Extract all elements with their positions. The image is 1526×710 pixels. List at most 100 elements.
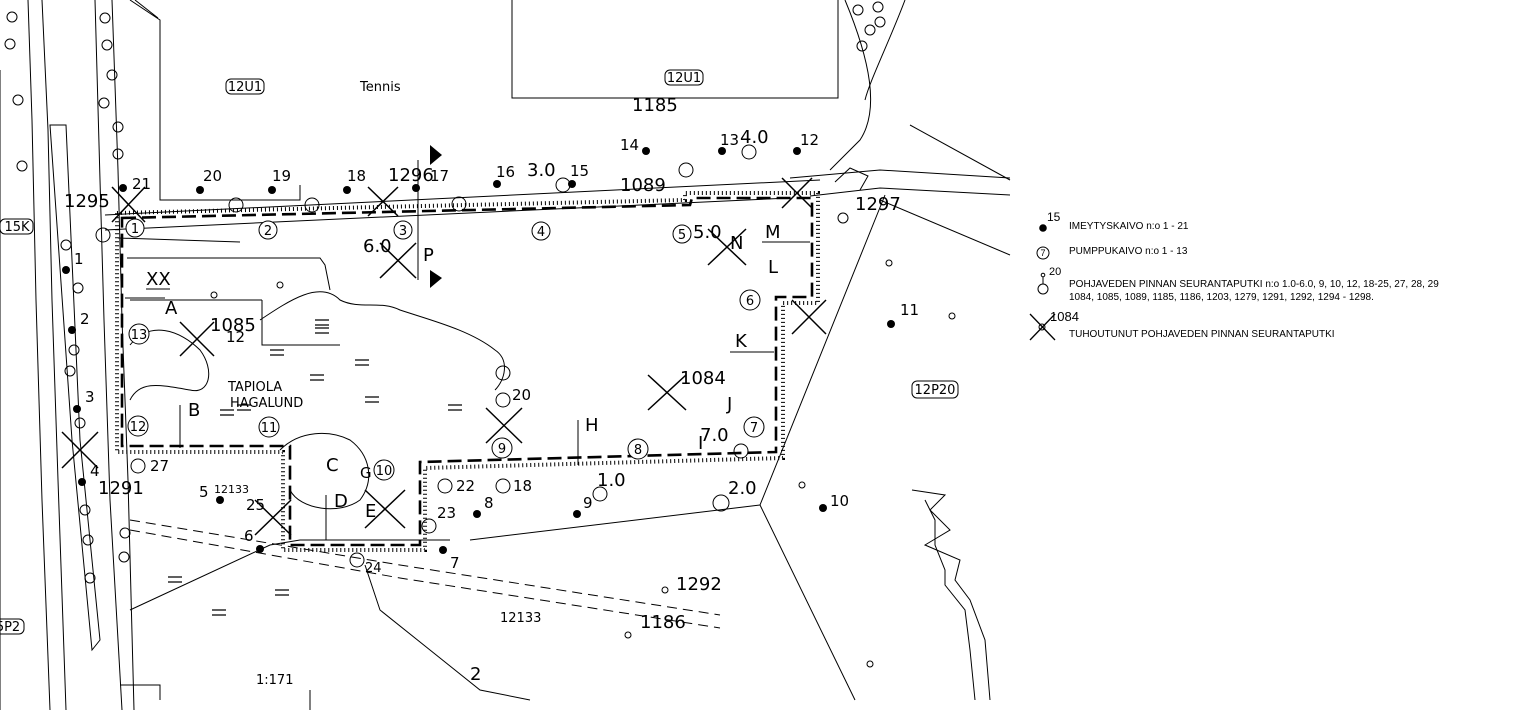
area-labels: TAPIOLA HAGALUND Tennis 12U1 12U1 15K 12…: [0, 69, 959, 688]
absorption-well-3: 3: [85, 388, 95, 406]
absorption-wells: 21 20 19 18 17 16 15 14 13 12 11 10 9 8 …: [62, 131, 919, 572]
area-label-hagalund: HAGALUND: [230, 396, 303, 411]
scale-label: 1:171: [256, 673, 293, 688]
zone-code-5p2: 5P2: [0, 620, 20, 635]
section-e: E: [365, 501, 376, 522]
absorption-well-16: 16: [496, 163, 515, 181]
site-boundary: [115, 191, 820, 552]
monitoring-pipe-20: 20: [512, 386, 531, 404]
monitoring-pipe-1085: 1085: [210, 315, 256, 336]
monitoring-pipe-27: 27: [150, 457, 169, 475]
absorption-well-13: 13: [720, 131, 739, 149]
monitoring-pipe-1084: 1084: [680, 368, 726, 389]
monitoring-pipe-4-0: 4.0: [740, 127, 769, 148]
absorption-well-12: 12: [800, 131, 819, 149]
monitoring-pipe-7-0: 7.0: [700, 425, 729, 446]
monitoring-pipe-24: 24: [365, 561, 382, 576]
zone-code-12p20: 12P20: [915, 383, 956, 398]
section-d: D: [334, 491, 348, 512]
legend-destroyed-num: 1084: [1050, 309, 1079, 324]
pump-well-9: 9: [498, 442, 506, 457]
monitoring-pipe-1291: 1291: [98, 478, 144, 499]
legend-absorption-num: 15: [1047, 210, 1061, 224]
monitoring-pipe-1186: 1186: [640, 612, 686, 633]
legend-monitor-label-2: 1084, 1085, 1089, 1185, 1186, 1203, 1279…: [1069, 292, 1374, 303]
section-l: L: [768, 257, 778, 278]
absorption-well-8: 8: [484, 494, 494, 512]
absorption-well-21: 21: [132, 175, 151, 193]
destroyed-pipes: [61, 177, 827, 536]
monitoring-pipe-23: 23: [437, 504, 456, 522]
monitoring-pipe-1185: 1185: [632, 95, 678, 116]
monitoring-pipe-18: 18: [513, 477, 532, 495]
section-p: P: [423, 245, 434, 266]
legend-pump-num: 7: [1040, 248, 1045, 258]
pump-well-10: 10: [376, 464, 393, 479]
terrain-marks: [168, 319, 462, 616]
section-xx: XX: [146, 269, 171, 290]
pump-well-12: 12: [130, 420, 147, 435]
pump-well-11: 11: [261, 421, 278, 436]
monitoring-pipe-1297: 1297: [855, 194, 901, 215]
section-m: M: [765, 222, 781, 243]
plot-number-12133-b: 12133: [500, 611, 541, 626]
block-number: 2: [470, 664, 481, 685]
map-linework: [0, 0, 1011, 710]
section-k: K: [735, 331, 748, 352]
monitoring-pipe-25: 25: [246, 496, 265, 514]
pump-well-8: 8: [634, 443, 642, 458]
absorption-well-9: 9: [583, 494, 593, 512]
zone-code-15k: 15K: [4, 220, 30, 235]
absorption-well-14: 14: [620, 136, 639, 154]
legend-monitor-label-1: POHJAVEDEN PINNAN SEURANTAPUTKI n:o 1.0-…: [1069, 279, 1439, 290]
absorption-well-15: 15: [570, 162, 589, 180]
pump-well-7: 7: [750, 421, 758, 436]
absorption-well-11: 11: [900, 301, 919, 319]
section-j: J: [726, 394, 732, 415]
monitoring-pipe-1295: 1295: [64, 191, 110, 212]
monitoring-pipe-1296: 1296: [388, 165, 434, 186]
absorption-well-1: 1: [74, 250, 84, 268]
section-n: N: [730, 233, 743, 254]
pump-well-13: 13: [131, 328, 148, 343]
absorption-well-4: 4: [90, 462, 100, 480]
section-c: C: [326, 455, 339, 476]
monitoring-pipe-1089: 1089: [620, 175, 666, 196]
absorption-well-20: 20: [203, 167, 222, 185]
section-a: A: [165, 298, 178, 319]
absorption-well-symbol: [1039, 224, 1047, 232]
destroyed-pipe-symbol: [1029, 313, 1056, 341]
pump-well-6: 6: [746, 294, 754, 309]
monitoring-pipe-1292: 1292: [676, 574, 722, 595]
pump-well-5: 5: [678, 228, 686, 243]
absorption-well-10: 10: [830, 492, 849, 510]
monitoring-pipe-12: 12: [226, 328, 245, 346]
section-h: H: [585, 415, 599, 436]
monitoring-pipe-6-0: 6.0: [363, 236, 392, 257]
monitoring-pipe-5-0: 5.0: [693, 222, 722, 243]
pump-wells: 1 2 3 4 5 6 7 8 9 10 11 12 13: [125, 218, 765, 481]
legend-destroyed-label: TUHOUTUNUT POHJAVEDEN PINNAN SEURANTAPUT…: [1069, 329, 1335, 340]
legend-pump-label: PUMPPUKAIVO n:o 1 - 13: [1069, 246, 1188, 257]
section-markers: XX A B C D E G H I J K L M N P: [125, 145, 810, 540]
pump-well-1: 1: [131, 222, 139, 237]
absorption-well-17: 17: [430, 167, 449, 185]
monitoring-pipe-2-0: 2.0: [728, 478, 757, 499]
plot-number-12133-a: 12133: [214, 483, 249, 496]
legend-monitor-num: 20: [1049, 266, 1061, 278]
absorption-well-5: 5: [199, 483, 209, 501]
monitoring-pipe-22: 22: [456, 477, 475, 495]
zone-code-12u1-a: 12U1: [228, 80, 262, 95]
pump-well-3: 3: [399, 224, 407, 239]
legend-absorption-label: IMEYTYSKAIVO n:o 1 - 21: [1069, 221, 1189, 232]
map-legend: 15 IMEYTYSKAIVO n:o 1 - 21 7 PUMPPUKAIVO…: [1029, 210, 1439, 341]
area-label-tapiola: TAPIOLA: [227, 380, 282, 395]
monitoring-pipes: 1.0 2.0 3.0 4.0 5.0 6.0 7.0 1085 1084 10…: [64, 95, 956, 668]
monitoring-pipe-symbol: [1037, 283, 1049, 295]
pump-well-2: 2: [264, 224, 272, 239]
tennis-label: Tennis: [359, 80, 401, 95]
absorption-well-2: 2: [80, 310, 90, 328]
absorption-well-7: 7: [450, 554, 460, 572]
section-b: B: [188, 400, 200, 421]
